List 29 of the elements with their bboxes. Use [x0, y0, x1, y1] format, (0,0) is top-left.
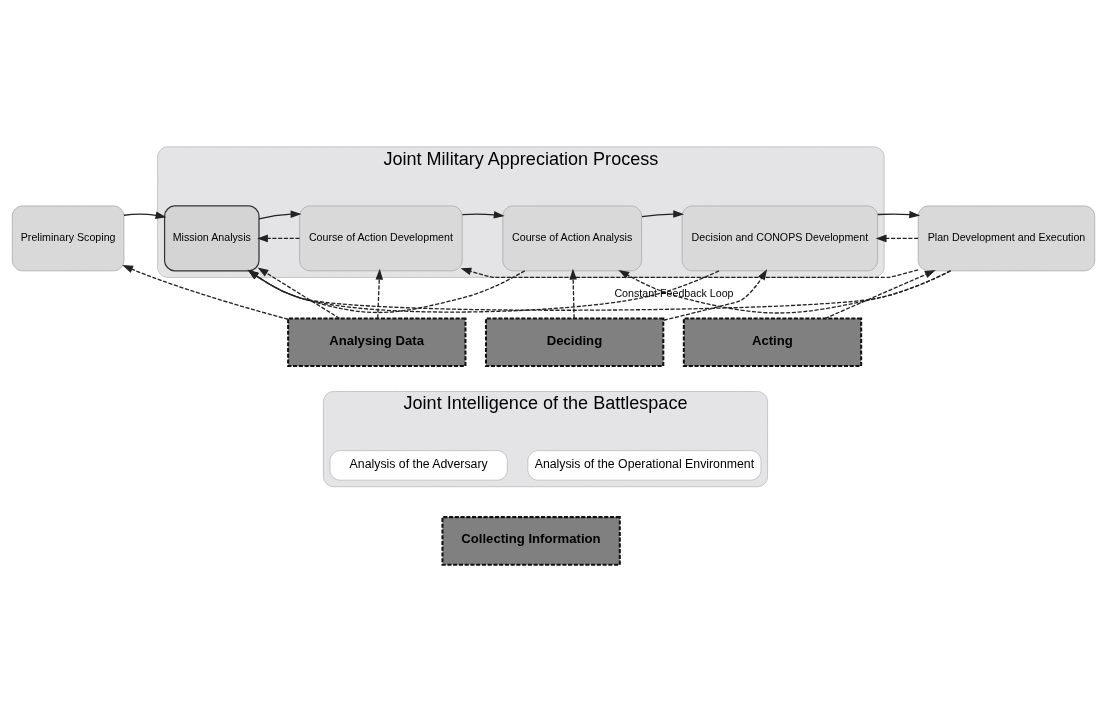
node-box: Preliminary Scoping: [11, 205, 125, 271]
arrow: [461, 210, 505, 219]
node-box: Plan Development and Execution: [917, 205, 1096, 271]
node-box: Decision and CONOPS Development: [681, 205, 878, 271]
arrow: [877, 210, 921, 218]
arrow: [641, 209, 685, 218]
node-box: Course of Action Development: [299, 205, 463, 271]
arrow: [257, 234, 301, 242]
arrow: [569, 268, 577, 319]
node-box: Analysis of the Operational Environment: [527, 449, 762, 481]
arrow: [247, 269, 526, 313]
arrow: [257, 267, 341, 319]
node-box: Acting: [682, 316, 863, 367]
arrow: [247, 269, 720, 313]
node-box: Course of Action Analysis: [502, 205, 642, 271]
node-box: Analysing Data: [287, 316, 467, 367]
arrow: [258, 209, 302, 219]
arrow: [375, 268, 384, 319]
node-box: Deciding: [484, 316, 665, 367]
node-box: Mission Analysis: [163, 204, 260, 271]
arrow: [875, 234, 919, 242]
node-box: Analysis of the Adversary: [329, 449, 508, 481]
arrow: [460, 267, 919, 278]
arrow: [123, 211, 167, 219]
arrow: [618, 269, 952, 314]
arrow: [122, 264, 289, 320]
node-box: Collecting Information: [441, 515, 621, 566]
arrow: [824, 269, 936, 319]
arrow: [662, 268, 768, 321]
